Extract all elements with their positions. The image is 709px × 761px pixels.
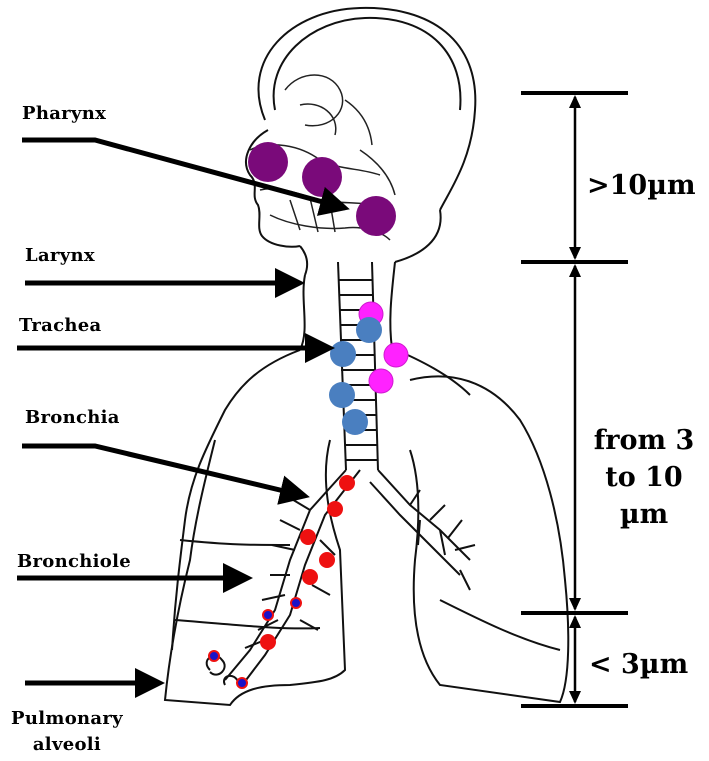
particle-medium xyxy=(356,317,382,343)
label-larynx: Larynx xyxy=(25,245,95,266)
label-bronchiole: Bronchiole xyxy=(17,551,131,572)
label-bronchia: Bronchia xyxy=(25,407,120,428)
pharynx-arrow xyxy=(22,140,345,208)
size-label-small: < 3µm xyxy=(589,646,688,683)
label-trachea: Trachea xyxy=(19,315,102,336)
particle-small xyxy=(319,552,335,568)
particle-small xyxy=(302,569,318,585)
bronchia-arrow xyxy=(22,446,305,496)
body-outline xyxy=(165,8,568,705)
particle-small xyxy=(260,634,276,650)
particle-small xyxy=(300,529,316,545)
label-pharynx: Pharynx xyxy=(22,103,106,124)
size-label-medium-line3: µm xyxy=(585,496,703,533)
particle-large xyxy=(356,196,396,236)
particle-large xyxy=(302,157,342,197)
label-alveoli: Pulmonary alveoli xyxy=(11,706,123,758)
particles-medium-pink xyxy=(359,302,408,393)
particle-smallest xyxy=(291,598,301,608)
size-label-medium-line2: to 10 xyxy=(585,459,703,496)
particle-smallest xyxy=(263,610,273,620)
size-label-medium-line1: from 3 xyxy=(585,422,703,459)
label-alveoli-line2: alveoli xyxy=(11,732,123,758)
label-alveoli-line1: Pulmonary xyxy=(11,706,123,732)
particle-medium xyxy=(369,369,393,393)
size-label-large: >10µm xyxy=(587,167,696,204)
particle-medium xyxy=(342,409,368,435)
size-label-medium: from 3 to 10 µm xyxy=(585,422,703,533)
particle-medium xyxy=(384,343,408,367)
particle-small xyxy=(339,475,355,491)
particle-medium xyxy=(329,382,355,408)
particle-small xyxy=(327,501,343,517)
particle-medium xyxy=(330,341,356,367)
particle-smallest xyxy=(209,651,219,661)
particle-large xyxy=(248,142,288,182)
particle-smallest xyxy=(237,678,247,688)
